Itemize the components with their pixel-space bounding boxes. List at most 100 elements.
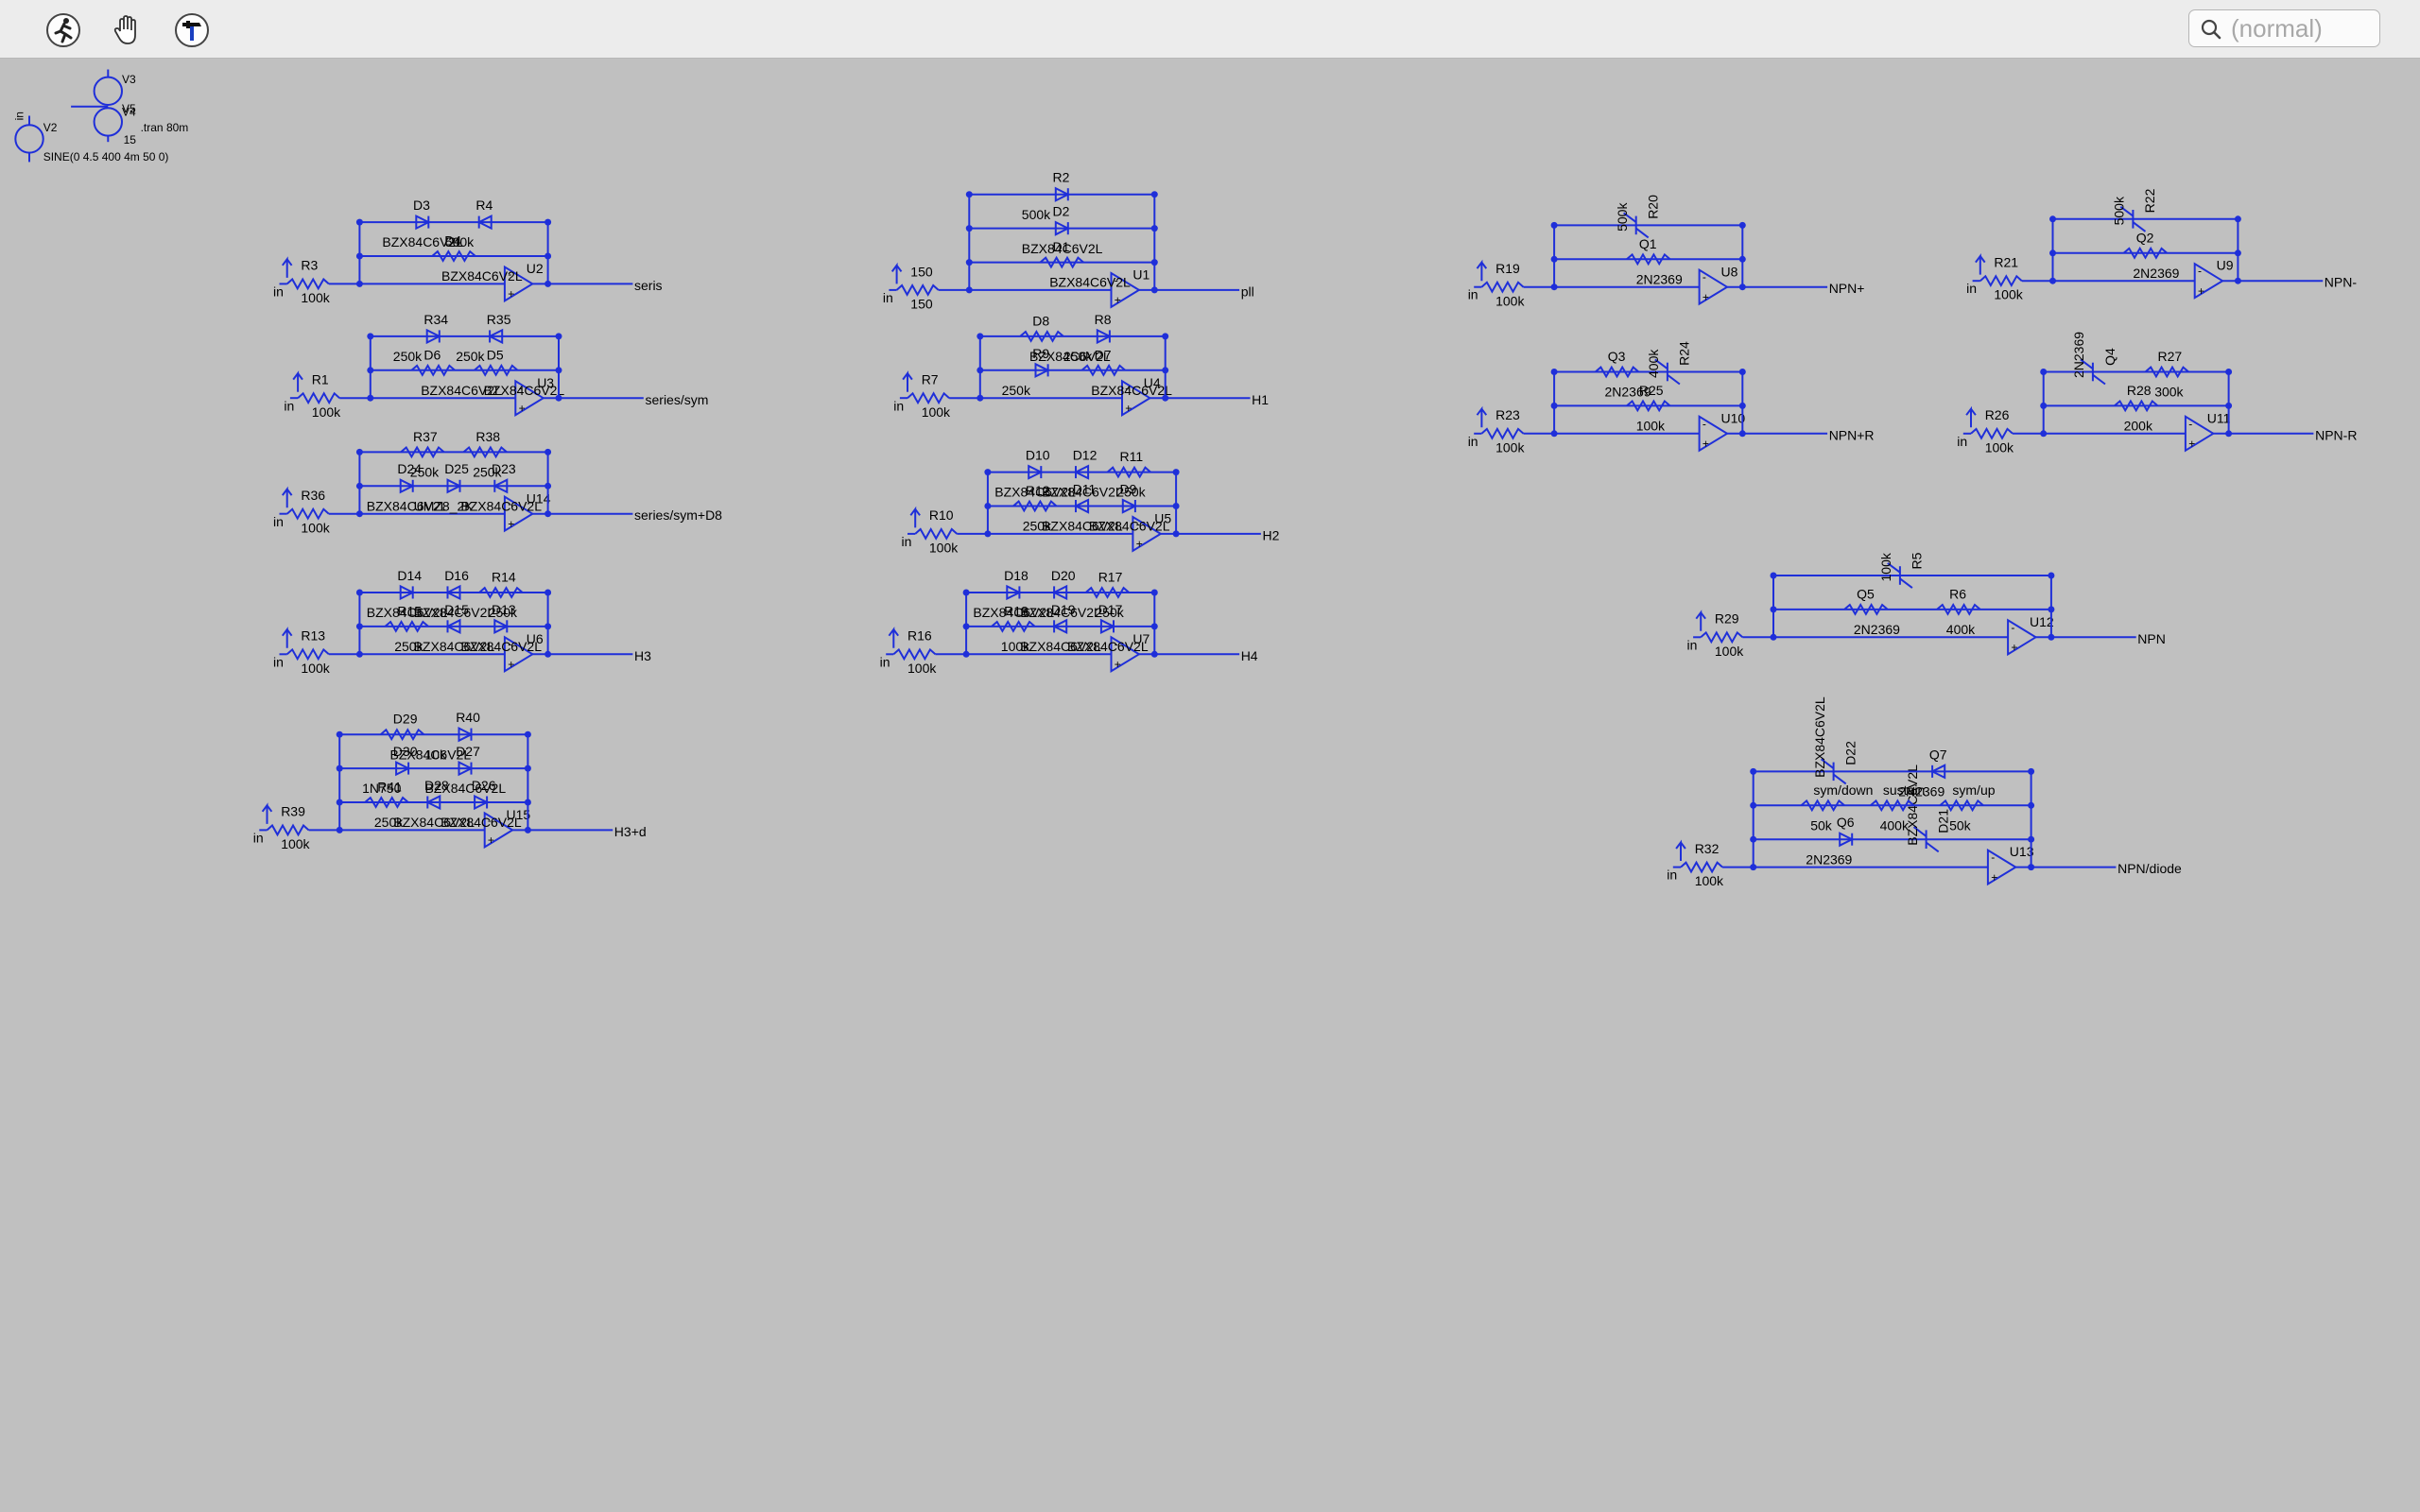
component-label: 100k	[1715, 644, 1744, 659]
component-label: R6	[1949, 587, 1966, 602]
run-button[interactable]	[43, 9, 84, 51]
component-label: 100k	[1878, 552, 1893, 581]
diode-symbol	[445, 618, 461, 635]
wire	[282, 486, 288, 508]
voltage-source-v2	[14, 124, 44, 154]
component-label: pll	[1241, 284, 1254, 300]
diode-symbol	[425, 794, 441, 811]
wire	[1626, 399, 1671, 413]
component-label: R17	[1098, 570, 1123, 585]
toolbar	[0, 0, 2420, 59]
opamp-symbol	[2193, 262, 2225, 300]
component-label: U2	[527, 261, 544, 276]
component-label: +	[2011, 641, 2017, 654]
component-label: D27	[456, 744, 480, 759]
component-label: +	[1703, 438, 1709, 451]
component-label: 250k	[1095, 605, 1124, 620]
wire	[1833, 773, 1847, 785]
component-label: Q2	[2136, 230, 2154, 245]
component-label: R12	[1026, 483, 1050, 498]
component-label: in	[1966, 281, 1977, 296]
circuit-h3: inR13100k-+U6H3R15250kD15BZX84C6V2LD13BZ…	[273, 568, 651, 676]
component-label: R39	[281, 804, 305, 819]
wire	[1106, 465, 1151, 479]
component-label: D6	[424, 347, 441, 362]
wire	[1939, 799, 1984, 813]
opamp-symbol	[1986, 848, 2018, 886]
search-input[interactable]	[2231, 14, 2373, 43]
component-label: 250k	[456, 349, 485, 364]
diode-symbol	[395, 760, 411, 777]
wire	[1476, 405, 1483, 428]
diode-symbol	[1054, 186, 1071, 202]
wire	[286, 647, 330, 662]
tools-button[interactable]	[171, 9, 213, 51]
component-label: +	[1115, 658, 1121, 671]
component-label: 400k	[1646, 349, 1661, 378]
component-label: R26	[1985, 407, 2010, 422]
component-label: R16	[908, 628, 932, 644]
component-label: -	[508, 497, 511, 510]
component-label: Q3	[1608, 349, 1626, 364]
component-label: 100k	[1695, 873, 1724, 888]
opamp-symbol	[1698, 415, 1729, 453]
wire	[1675, 839, 1682, 861]
wire	[1080, 363, 1126, 377]
component-label: 2N2369	[1898, 784, 1945, 799]
component-label: 500k	[1615, 202, 1630, 232]
component-label: 100k	[1495, 439, 1525, 455]
opamp-symbol	[1132, 515, 1163, 553]
component-label: NPN-R	[2315, 427, 2357, 442]
wire	[909, 506, 917, 528]
component-label: D28	[424, 778, 449, 793]
component-label: 150	[910, 264, 933, 279]
diode-symbol	[476, 214, 493, 231]
component-label: D8	[1032, 314, 1049, 329]
component-label: -	[488, 814, 492, 827]
diode-symbol	[415, 214, 431, 231]
component-label: D11	[1073, 482, 1097, 497]
wire	[907, 372, 913, 381]
component-label: D9	[1120, 482, 1137, 497]
diode-symbol	[446, 478, 462, 494]
component-label: R34	[424, 312, 448, 327]
circuit-h3d: inR39100k-+U15H3+dR41250kD28BZX84C6V2LD2…	[253, 710, 647, 851]
component-label: 250k	[473, 465, 502, 480]
wire	[1887, 562, 1901, 574]
wire	[1476, 259, 1483, 282]
wire	[380, 728, 425, 742]
pan-button[interactable]	[106, 9, 147, 51]
wire	[285, 258, 293, 266]
opamp-symbol	[1121, 379, 1152, 417]
diode-symbol	[1054, 220, 1071, 236]
wire	[297, 391, 340, 405]
component-label: 250k	[394, 639, 424, 654]
circuit-pll: in150150-+U1pllD1BZX84C6V2LD2BZX84C6V2LR…	[883, 170, 1254, 312]
component-label: 100k	[301, 661, 330, 676]
component-label: -	[2011, 621, 2014, 634]
wire	[1480, 261, 1488, 269]
component-label: BZX84C6V2L	[414, 605, 495, 620]
component-label: BZX84C6V2L	[1022, 241, 1103, 256]
search-box[interactable]	[2188, 9, 2380, 47]
component-label: R20	[1646, 195, 1661, 219]
component-label: +	[1125, 402, 1132, 415]
diode-symbol	[493, 618, 510, 635]
component-label: R19	[1495, 261, 1520, 276]
wire	[895, 283, 940, 297]
component-label: 250k	[1116, 485, 1146, 500]
component-label: D18	[1004, 568, 1028, 583]
opamp-symbol	[514, 379, 545, 417]
component-label: R3	[301, 258, 318, 273]
component-label: R37	[413, 429, 438, 444]
component-label: D26	[472, 778, 496, 793]
component-label: R40	[456, 710, 480, 725]
wire	[1654, 358, 1668, 370]
component-label: U13	[2010, 844, 2034, 859]
wire	[1979, 255, 1986, 264]
component-label: R13	[301, 628, 325, 644]
wire	[1700, 611, 1706, 620]
component-label: D30	[393, 744, 418, 759]
